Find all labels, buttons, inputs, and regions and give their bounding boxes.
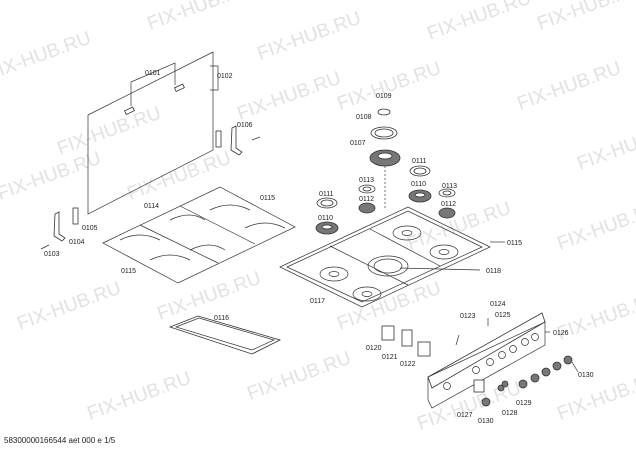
watermark: FIX-HUB.RU: [535, 0, 636, 35]
part-label: 0108: [356, 114, 372, 121]
part-label: 0128: [502, 410, 518, 417]
part-label: 0116: [214, 315, 229, 322]
watermark: FIX-HUB.RU: [245, 348, 354, 405]
part-label: 0102: [217, 73, 233, 80]
part-label: 0125: [495, 312, 511, 319]
part-label: 0126: [553, 330, 569, 337]
watermark: FIX-HUB.RU: [555, 198, 636, 255]
part-label: 0115: [260, 195, 275, 202]
part-label: 0103: [44, 251, 60, 258]
part-label: 0111: [412, 158, 427, 165]
part-label: 0109: [376, 93, 392, 100]
part-label: 0129: [516, 400, 532, 407]
part-label: 0115: [121, 268, 136, 275]
watermark: FIX-HUB.RU: [515, 58, 624, 115]
part-label: 0117: [310, 298, 325, 305]
part-label: 0120: [366, 345, 382, 352]
watermark: FIX-HUB.RU: [405, 198, 514, 255]
part-label: 0115: [507, 240, 522, 247]
part-label: 0104: [69, 239, 85, 246]
watermark: FIX-HUB.RU: [85, 368, 194, 425]
pan-support-grates-part: [102, 186, 296, 284]
part-label: 0114: [144, 203, 159, 210]
part-label: 0124: [490, 301, 506, 308]
part-label: 0113: [359, 177, 374, 184]
part-label: 0121: [382, 354, 398, 361]
part-label: 0106: [237, 122, 253, 129]
watermark: FIX-HUB.RU: [235, 68, 344, 125]
watermark: FIX-HUB.RU: [125, 148, 234, 205]
burner-parts: [315, 108, 456, 235]
part-label: 0112: [359, 196, 374, 203]
watermark: FIX-HUB.RU: [555, 368, 636, 425]
watermark: FIX-HUB.RU: [55, 103, 164, 160]
part-label: 0110: [318, 215, 333, 222]
drip-tray-part: [168, 315, 282, 355]
watermark: FIX-HUB.RU: [155, 268, 264, 325]
control-panel-part: [381, 312, 573, 409]
watermark: FIX-HUB.RU: [575, 118, 636, 175]
watermark: FIX-HUB.RU: [145, 0, 254, 35]
watermark: FIX-HUB.RU: [255, 8, 364, 65]
watermark: FIX-HUB.RU: [335, 58, 444, 115]
watermark: FIX-HUB.RU: [0, 28, 94, 85]
part-label: 0130: [478, 418, 494, 425]
watermark: FIX-HUB.RU: [425, 0, 534, 45]
watermark: FIX-HUB.RU: [15, 278, 124, 335]
document-footer: 58300000166544 aet 000 e 1/5: [4, 436, 116, 445]
part-label: 0112: [441, 201, 456, 208]
part-label: 0130: [578, 372, 594, 379]
part-label: 0111: [319, 191, 334, 198]
part-label: 0105: [82, 225, 98, 232]
glass-lid-part: [40, 51, 261, 250]
hob-top-part: [279, 206, 491, 308]
part-label: 0127: [457, 412, 473, 419]
part-label: 0118: [486, 268, 501, 275]
leader-lines: [399, 241, 579, 373]
part-label: 0113: [442, 183, 457, 190]
part-labels: 0101 0102 0103 0104 0105 0106 0107 0108 …: [44, 70, 594, 425]
part-label: 0122: [400, 361, 416, 368]
part-label: 0123: [460, 313, 476, 320]
part-label: 0110: [411, 181, 426, 188]
part-label: 0107: [350, 140, 366, 147]
part-label: 0101: [145, 70, 161, 77]
